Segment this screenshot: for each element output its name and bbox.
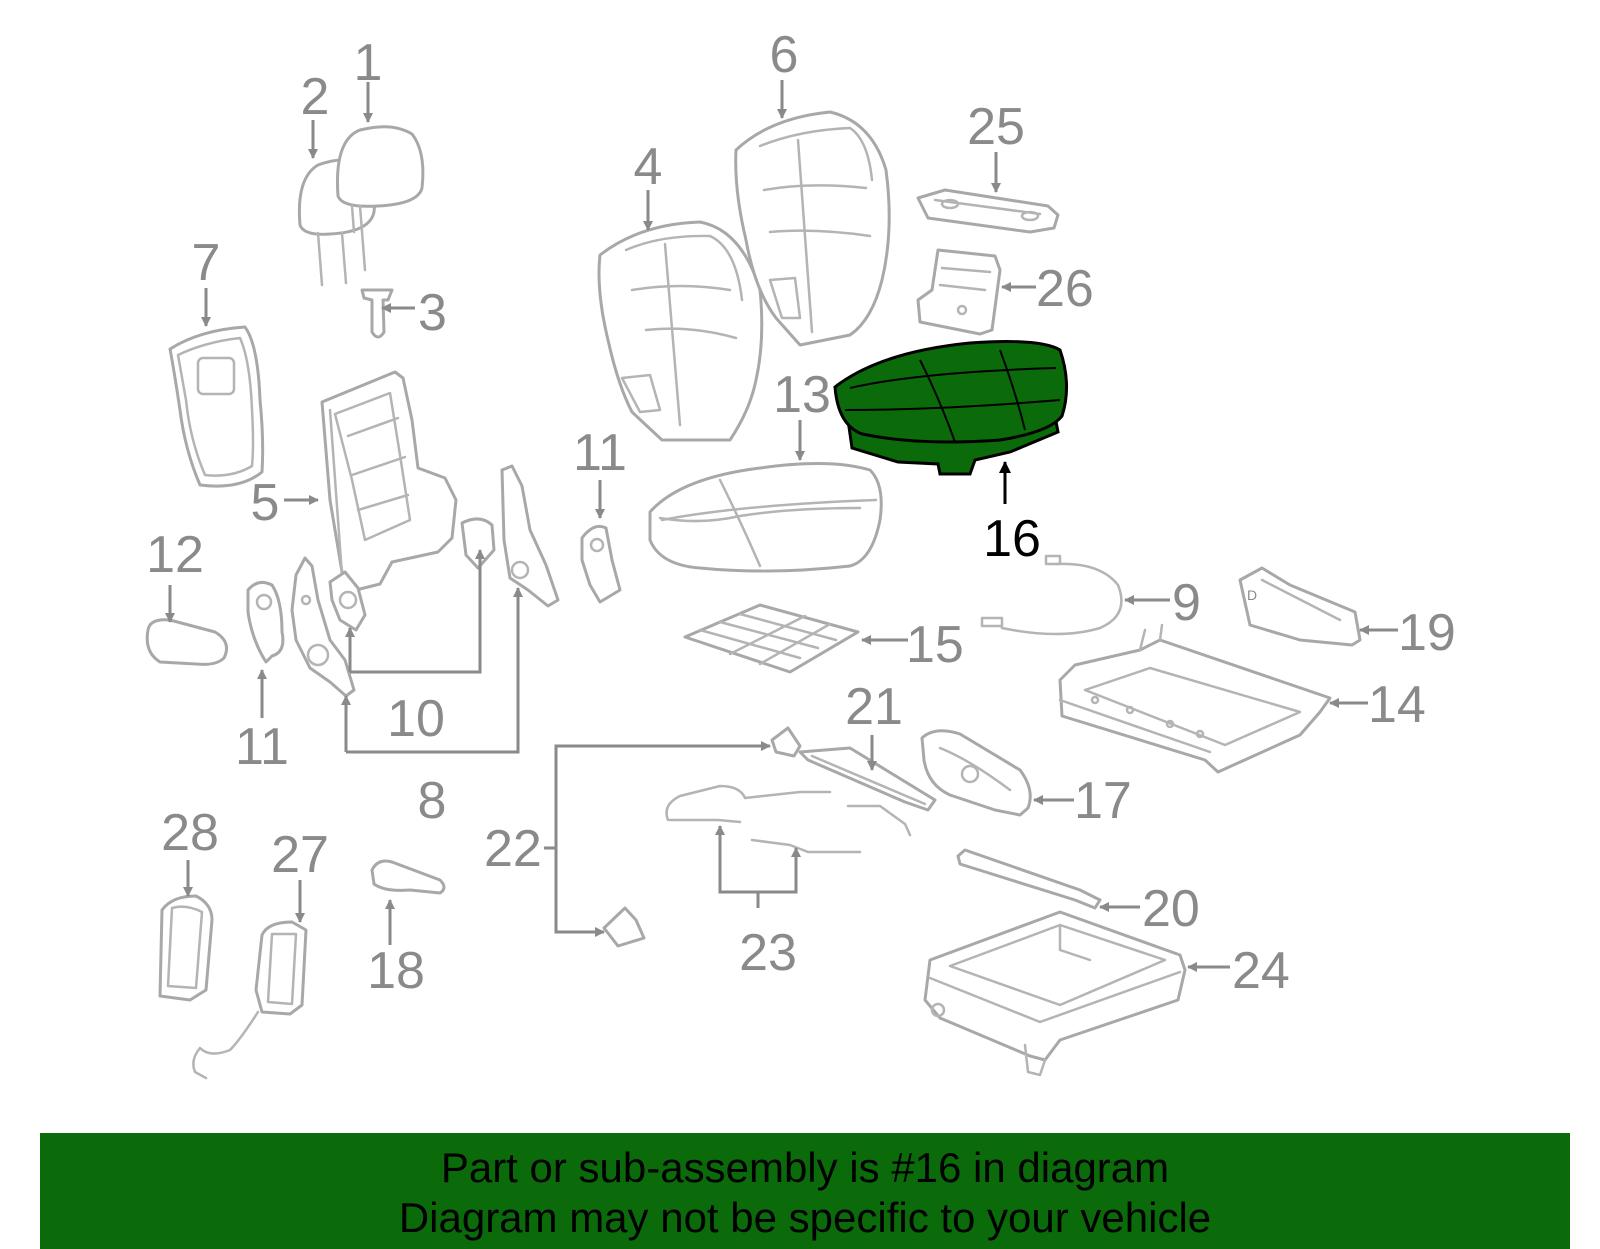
seat-back-part-6 (734, 110, 891, 347)
label-2: 2 (301, 68, 330, 126)
label-6: 6 (770, 26, 799, 84)
seat-frame-part-14 (1058, 623, 1332, 774)
label-21: 21 (845, 678, 903, 736)
label-16: 16 (983, 510, 1041, 568)
label-22: 22 (484, 820, 542, 878)
svg-text:D: D (1247, 587, 1257, 603)
label-27: 27 (271, 826, 329, 884)
label-3: 3 (418, 284, 447, 342)
rail-part-21 (798, 746, 937, 812)
bracket-part-26 (916, 248, 1002, 336)
bracket-part-10-left (328, 570, 367, 632)
label-10: 10 (387, 690, 445, 748)
side-trim-part-17 (920, 729, 1032, 817)
handle-part-18 (370, 859, 446, 895)
bracket-part-22-upper (770, 726, 802, 758)
label-7: 7 (192, 234, 221, 292)
label-17: 17 (1074, 772, 1132, 830)
bracket-part-10-right (460, 517, 496, 570)
rail-part-20 (956, 848, 1102, 910)
hinge-cover-part-11-right (580, 524, 622, 604)
label-13: 13 (773, 366, 831, 424)
label-25: 25 (967, 98, 1025, 156)
label-9: 9 (1172, 574, 1201, 632)
callout-labels: 1 2 3 4 5 6 7 8 9 10 11 11 12 13 14 15 1… (146, 26, 1456, 1000)
leader-lines (165, 80, 1398, 972)
spring-mat-part-15 (683, 603, 860, 674)
label-12: 12 (146, 526, 204, 584)
label-20: 20 (1142, 880, 1200, 938)
label-23: 23 (739, 924, 797, 982)
seat-back-part-4 (597, 220, 764, 442)
tray-part-25 (916, 188, 1060, 234)
headrest-part-1 (335, 125, 425, 272)
bracket-part-22-lower (602, 906, 646, 948)
recliner-part-8-left (290, 556, 356, 698)
module-part-28 (158, 894, 214, 1002)
hinge-cover-part-11-left (246, 580, 285, 664)
cushion-part-16-highlighted (833, 340, 1069, 476)
label-11-lower: 11 (235, 718, 289, 776)
footer-line-part-number: Part or sub-assembly is #16 in diagram (440, 1144, 1170, 1191)
label-1: 1 (354, 34, 383, 92)
label-8: 8 (418, 772, 447, 830)
recliner-part-8-right (500, 464, 560, 608)
label-24: 24 (1232, 942, 1290, 1000)
label-14: 14 (1368, 676, 1426, 734)
wire-harness-part-23 (665, 784, 912, 854)
guide-part-3 (360, 288, 394, 339)
label-28: 28 (161, 804, 219, 862)
label-5: 5 (251, 474, 280, 532)
label-18: 18 (367, 942, 425, 1000)
back-panel-part-7 (168, 325, 265, 488)
cover-part-19: D (1238, 566, 1362, 647)
label-15: 15 (906, 616, 964, 674)
label-11-upper: 11 (573, 424, 627, 482)
footer-banner: Part or sub-assembly is #16 in diagram D… (40, 1133, 1570, 1249)
cable-part-9 (980, 554, 1123, 636)
label-26: 26 (1036, 260, 1094, 318)
handle-part-12 (145, 618, 228, 666)
seat-frame-part-5 (320, 370, 458, 592)
label-4: 4 (634, 138, 663, 196)
label-19: 19 (1398, 604, 1456, 662)
cushion-part-13 (648, 461, 883, 573)
side-airbag-part-27 (192, 920, 308, 1080)
footer-line-disclaimer: Diagram may not be specific to your vehi… (398, 1194, 1212, 1241)
seat-base-part-24 (923, 910, 1187, 1077)
